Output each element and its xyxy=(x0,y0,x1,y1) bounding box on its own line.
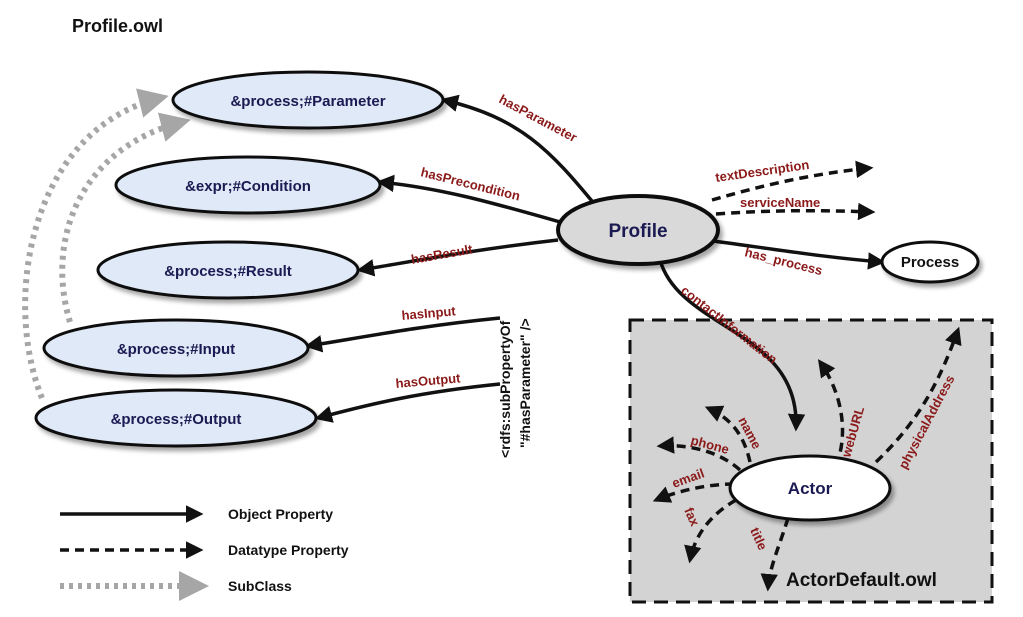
edge-hasInput xyxy=(304,316,501,353)
edge-fax xyxy=(684,498,737,564)
legend-subclass-label: SubClass xyxy=(228,578,292,594)
edge-hasPrecondition xyxy=(376,174,561,224)
node-actor-label: Actor xyxy=(788,479,833,498)
label-serviceName: serviceName xyxy=(740,195,820,210)
node-condition-label: &expr;#Condition xyxy=(185,178,311,195)
subproperty-note-line1: <rdfs:subPropertyOf xyxy=(497,320,513,458)
legend-datatype-label: Datatype Property xyxy=(228,542,349,558)
edge-hasParameter xyxy=(440,94,598,208)
legend-object-label: Object Property xyxy=(228,506,333,522)
edge-serviceName xyxy=(715,202,876,221)
label-fax: fax xyxy=(681,505,703,529)
edge-hasOutput xyxy=(314,382,501,423)
node-result xyxy=(96,240,360,300)
edge-email xyxy=(652,482,735,503)
node-input-label: &process;#Input xyxy=(117,341,235,358)
actor-box-title: ActorDefault.owl xyxy=(786,570,937,591)
edge-hasResult xyxy=(356,238,559,277)
node-input xyxy=(42,318,310,378)
diagram-title: Profile.owl xyxy=(72,16,164,36)
edge-name xyxy=(704,405,752,463)
node-result-label: &process;#Result xyxy=(164,263,292,280)
subproperty-note-line2: "#hasParameter" /> xyxy=(517,318,533,448)
edge-textDescription xyxy=(711,160,874,202)
node-process-label: Process xyxy=(901,254,959,271)
node-condition xyxy=(114,155,382,215)
node-profile xyxy=(556,194,720,266)
label-hasParameter: hasParameter xyxy=(497,91,580,145)
edge-title xyxy=(760,517,790,592)
edge-has_process xyxy=(705,238,886,270)
node-parameter-label: &process;#Parameter xyxy=(230,93,385,110)
label-hasResult: hasResult xyxy=(410,241,474,267)
node-profile-label: Profile xyxy=(608,221,667,242)
edge-physicalAddress xyxy=(874,326,962,464)
node-output-label: &process;#Output xyxy=(111,411,242,428)
edge-phone xyxy=(656,436,742,472)
node-process xyxy=(880,240,980,284)
label-hasOutput: hasOutput xyxy=(395,370,462,391)
label-hasInput: hasInput xyxy=(401,303,457,323)
label-textDescription: textDescription xyxy=(714,157,810,185)
node-actor xyxy=(728,454,892,522)
edge-webURL xyxy=(817,359,845,467)
node-parameter xyxy=(171,70,445,130)
edge-contactInformation xyxy=(658,259,806,432)
node-output xyxy=(34,388,318,448)
